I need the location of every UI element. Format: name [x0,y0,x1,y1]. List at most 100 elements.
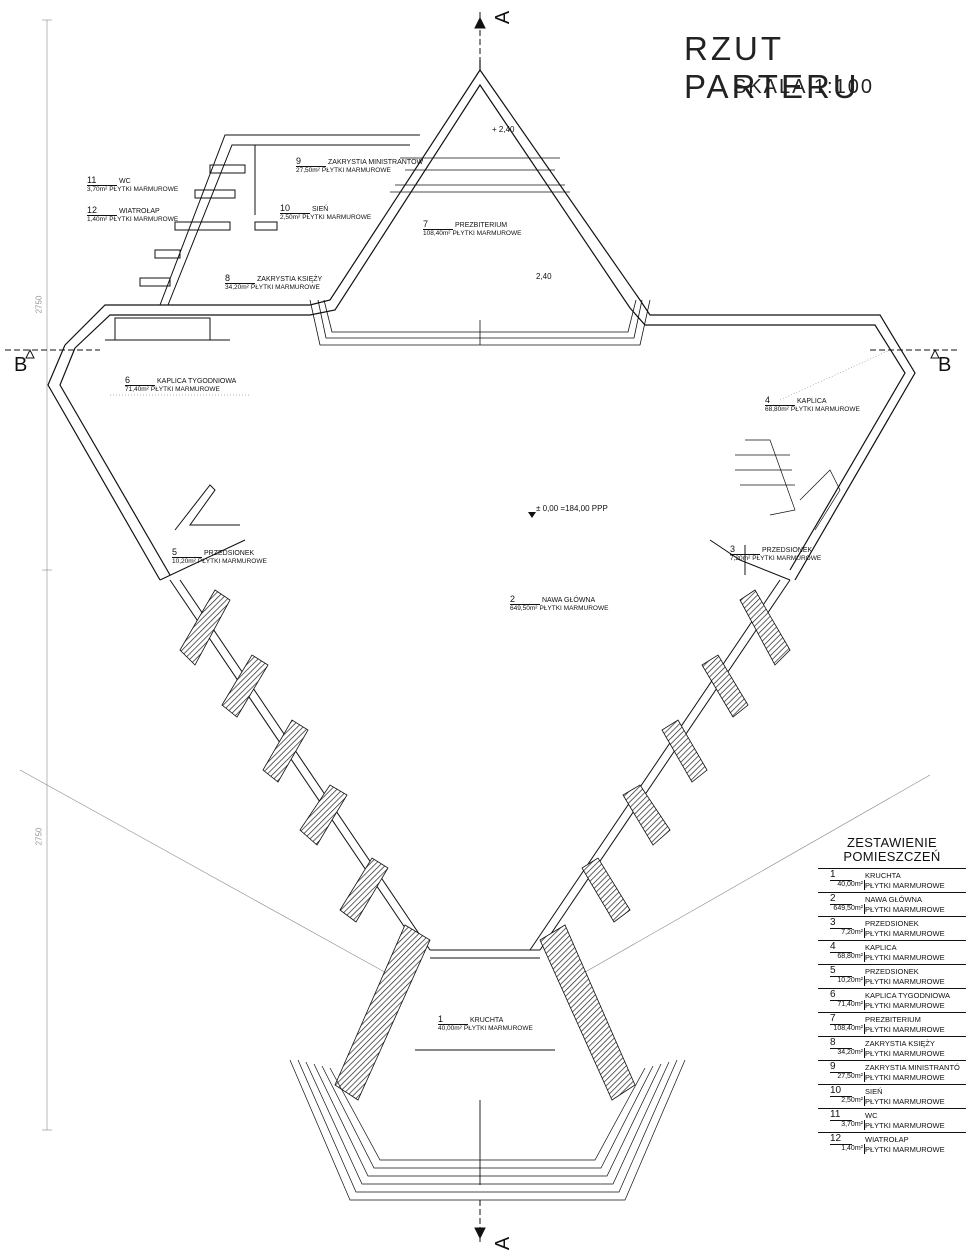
section-a-top: A [492,10,515,25]
legend-room-number: 6 [830,990,852,1001]
legend-room-name: NAWA GŁÓWNA [865,895,922,904]
legend-room-number: 11 [830,1110,852,1121]
legend-room-number: 2 [830,894,852,905]
legend-room-name: KRUCHTA [865,871,901,880]
entrance-steps [289,1059,686,1201]
legend-room-area: 649,50m² [833,905,863,912]
legend-room-area: 3,70m² [841,1121,863,1128]
legend-divider [864,904,865,914]
legend-room-name: PRZEDSIONEK [865,919,919,928]
right-stair [735,439,841,531]
legend-divider [864,1144,865,1154]
diagonal-walls [169,579,791,951]
legend-room-area: 27,50m² [837,1073,863,1080]
legend-room-area: 71,40m² [837,1001,863,1008]
legend-room-number: 3 [830,918,852,929]
drawing-scale: SKALA 1:100 [733,76,874,98]
section-b-left: B [14,354,28,376]
legend-title-line-1: ZESTAWIENIE [847,835,937,850]
legend-room-number: 5 [830,966,852,977]
legend-divider [864,1096,865,1106]
legend-room-name: KAPLICA TYGODNIOWA [865,991,951,1000]
legend-room-number: 10 [830,1086,852,1097]
outer-walls [47,60,916,581]
nave-inner-line [110,349,891,401]
legend-divider [864,1072,865,1082]
legend-room-area: 108,40m² [833,1025,863,1032]
narthex [415,949,555,1185]
legend-room-number: 7 [830,1014,852,1025]
legend-room-floor: PŁYTKI MARMUROWE [865,977,945,986]
legend-room-area: 10,20m² [837,977,863,984]
legend-room-floor: PŁYTKI MARMUROWE [865,1049,945,1058]
legend-room-floor: PŁYTKI MARMUROWE [865,1025,945,1034]
hatched-piers [179,589,791,1101]
legend-room-area: 2,50m² [841,1097,863,1104]
legend-room-floor: PŁYTKI MARMUROWE [865,953,945,962]
presbytery [309,157,651,346]
legend-divider [864,1048,865,1058]
legend-room-area: 1,40m² [841,1145,863,1152]
legend-room-area: 7,20m² [841,929,863,936]
legend-room-floor: PŁYTKI MARMUROWE [865,881,945,890]
legend-room-floor: PŁYTKI MARMUROWE [865,1001,945,1010]
legend-divider [864,976,865,986]
dimension-upper: 2750 [34,295,44,314]
legend-room-name: PRZEDSIONEK [865,967,919,976]
legend-room-area: 34,20m² [837,1049,863,1056]
legend-room-name: WIATROŁAP [865,1135,909,1144]
legend-room-floor: PŁYTKI MARMUROWE [865,1097,945,1106]
level-presbytery: 2,40 [536,272,552,281]
legend-room-floor: PŁYTKI MARMUROWE [865,929,945,938]
legend-room-name: PREZBITERIUM [865,1015,921,1024]
legend-room-number: 8 [830,1038,852,1049]
legend-room-name: SIEŃ [865,1087,883,1096]
section-b-right: B [938,354,952,376]
drawing-title: RZUT PARTERU [684,30,860,105]
legend-room-name: ZAKRYSTIA KSIĘŻY [865,1039,935,1048]
dimension-lines [19,19,931,1131]
legend-title-line-2: POMIESZCZEŃ [843,849,941,864]
legend-room-number: 9 [830,1062,852,1073]
legend-room-area: 68,80m² [837,953,863,960]
legend-divider [864,1120,865,1130]
legend-divider [864,880,865,890]
legend-room-number: 4 [830,942,852,953]
legend-room-name: ZAKRYSTIA MINISTRANTÓ [865,1063,960,1072]
legend-divider [864,1024,865,1034]
legend-room-floor: PŁYTKI MARMUROWE [865,1073,945,1082]
legend-room-floor: PŁYTKI MARMUROWE [865,1121,945,1130]
legend-room-floor: PŁYTKI MARMUROWE [865,1145,945,1154]
section-lines [5,12,960,1245]
legend-room-number: 12 [830,1134,852,1145]
legend-title: ZESTAWIENIE POMIESZCZEŃ [818,836,966,864]
legend-room-area: 40,00m² [837,881,863,888]
sacristy-block [105,134,420,341]
vestibules [159,484,791,581]
level-presbytery-top: + 2,40 [492,125,515,134]
legend-room-name: KAPLICA [865,943,897,952]
